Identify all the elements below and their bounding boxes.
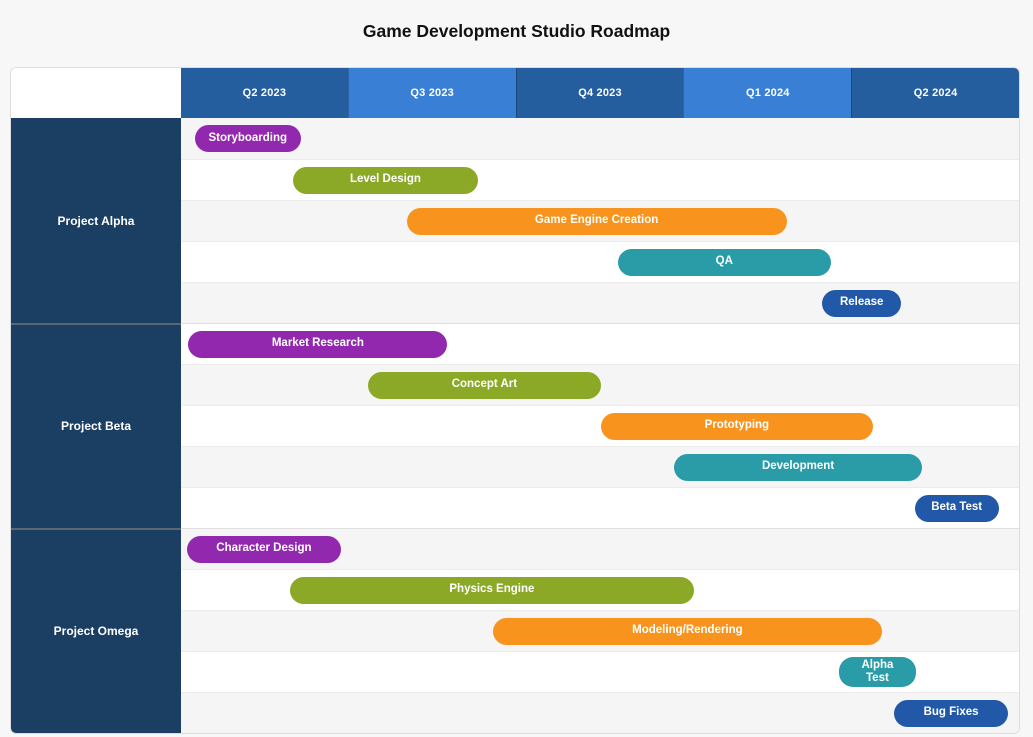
page-title: Game Development Studio Roadmap <box>362 21 671 41</box>
task-bar-modeling-rendering: Modeling/Rendering <box>493 617 882 645</box>
project-label-project-beta: Project Beta <box>11 323 181 528</box>
task-row-game-engine-creation: Game Engine Creation <box>181 200 1019 241</box>
project-label-project-omega: Project Omega <box>11 528 181 733</box>
task-bar-character-design: Character Design <box>187 535 341 563</box>
task-bar-development: Development <box>673 453 923 481</box>
task-bar-game-engine-creation: Game Engine Creation <box>406 207 787 235</box>
task-bar-bug-fixes: Bug Fixes <box>894 699 1008 727</box>
task-bar-level-design: Level Design <box>292 166 479 194</box>
quarter-header-q1-2024: Q1 2024 <box>683 68 852 118</box>
task-row-character-design: Character Design <box>181 528 1019 569</box>
quarter-header-q3-2023: Q3 2023 <box>347 68 516 118</box>
task-bar-storyboarding: Storyboarding <box>194 125 301 152</box>
task-row-development: Development <box>181 446 1019 487</box>
quarter-header-q2-2024: Q2 2024 <box>851 68 1019 118</box>
task-row-prototyping: Prototyping <box>181 405 1019 446</box>
task-row-alpha-test: Alpha Test <box>181 651 1019 692</box>
task-row-level-design: Level Design <box>181 159 1019 200</box>
task-row-market-research: Market Research <box>181 323 1019 364</box>
task-row-bug-fixes: Bug Fixes <box>181 692 1019 733</box>
quarter-header-q2-2023: Q2 2023 <box>181 68 348 118</box>
task-bar-prototyping: Prototyping <box>601 412 873 440</box>
task-row-modeling-rendering: Modeling/Rendering <box>181 610 1019 651</box>
task-row-concept-art: Concept Art <box>181 364 1019 405</box>
task-bar-alpha-test: Alpha Test <box>838 656 917 688</box>
quarter-header-q4-2023: Q4 2023 <box>515 68 684 118</box>
header-corner-cell <box>11 68 181 118</box>
task-row-qa: QA <box>181 241 1019 282</box>
task-bar-market-research: Market Research <box>188 330 448 358</box>
task-bar-beta-test: Beta Test <box>914 494 999 522</box>
task-bar-release: Release <box>822 289 902 317</box>
task-row-beta-test: Beta Test <box>181 487 1019 528</box>
task-row-physics-engine: Physics Engine <box>181 569 1019 610</box>
task-bar-qa: QA <box>617 248 831 276</box>
task-row-release: Release <box>181 282 1019 323</box>
task-bar-physics-engine: Physics Engine <box>289 576 694 604</box>
task-row-storyboarding: Storyboarding <box>181 118 1019 159</box>
task-bar-concept-art: Concept Art <box>367 371 602 399</box>
project-label-project-alpha: Project Alpha <box>11 118 181 323</box>
